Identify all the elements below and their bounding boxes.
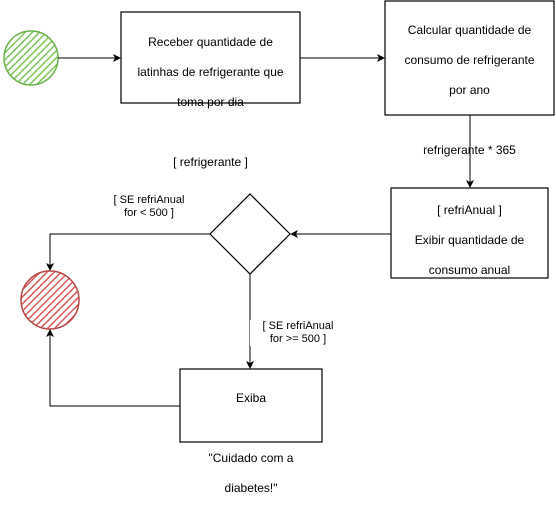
calc-text: Calcular quantidade de consumo de refrig…	[385, 8, 554, 233]
warn-line-4: diabetes!"	[224, 481, 278, 495]
show-line-1: Exibir quantidade de	[414, 233, 525, 247]
receive-line-3: toma por dia	[177, 95, 244, 109]
receive-line-1: Receber quantidade de	[148, 35, 273, 49]
show-text: Exibir quantidade de consumo anual	[391, 218, 548, 293]
receive-line-4	[121, 125, 300, 140]
receive-line-5: [ refrigerante ]	[173, 155, 248, 169]
calc-line-1: Calcular quantidade de	[407, 23, 532, 37]
edge-warn-to-end	[46, 329, 180, 407]
warn-line-2	[180, 421, 322, 436]
calc-box	[384, 0, 555, 116]
calc-line-3: por ano	[449, 83, 490, 97]
start-node	[3, 30, 59, 86]
calc-line-7: [ refriAnual ]	[437, 203, 502, 217]
calc-line-2: consumo de refrigerante	[404, 53, 535, 67]
calc-line-5: refrigerante * 365	[423, 143, 516, 157]
edge-decision-to-end	[46, 233, 210, 271]
show-box	[390, 187, 549, 279]
edge-label-lt: [ SE refriAnual for < 500 ]	[97, 194, 201, 220]
calc-line-4	[385, 113, 554, 128]
decision-diamond	[209, 193, 291, 275]
warn-box	[179, 368, 323, 443]
edge-label-gte: [ SE refriAnual for >= 500 ]	[250, 320, 346, 346]
receive-line-2: latinhas de refrigerante que	[137, 65, 284, 79]
calc-line-6	[385, 173, 554, 188]
warn-line-3: "Cuidado com a	[208, 451, 294, 465]
receive-box	[120, 11, 301, 104]
warn-line-1: Exiba	[235, 391, 267, 405]
show-line-2: consumo anual	[428, 263, 511, 277]
flowchart-canvas	[3, 0, 555, 443]
receive-text: Receber quantidade de latinhas de refrig…	[121, 20, 300, 185]
end-node	[20, 270, 80, 330]
